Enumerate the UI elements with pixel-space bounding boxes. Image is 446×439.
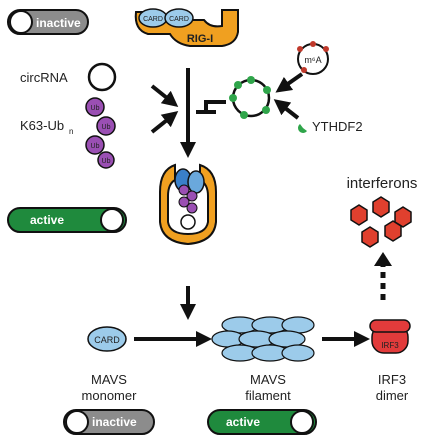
active-toggle-rigi[interactable]: active (7, 207, 127, 233)
k63-ub-label: K63-Ub (20, 118, 64, 133)
rig-i-active (159, 163, 217, 246)
caption-mavs-monomer-2: monomer (82, 388, 138, 403)
ub-bead-label: Ub (102, 124, 111, 131)
caption-mavs-monomer-1: MAVS (91, 372, 127, 387)
irf3-dimer: IRF3 (369, 319, 411, 354)
caption-mavs-filament-2: filament (245, 388, 291, 403)
interferon-molecules (350, 196, 412, 248)
ythdf2-label: YTHDF2 (312, 119, 363, 134)
ubiquitin-chain: Ub Ub Ub Ub (85, 97, 116, 169)
arrow-m6a-to-circrna (275, 72, 304, 93)
m6a-label: m⁶A (304, 55, 321, 65)
arrow-ub-to-rigi (150, 111, 179, 134)
inactive-toggle-top[interactable]: inactive (7, 9, 89, 35)
irf3-mark-label: IRF3 (381, 341, 399, 350)
ub-bead-label: Ub (91, 143, 100, 150)
circrna-ring (87, 62, 117, 92)
ub-bead-label: Ub (102, 158, 111, 165)
inactive-toggle-monomer[interactable]: inactive (63, 409, 155, 435)
arrow-ythdf2-to-circrna (273, 99, 300, 120)
active-toggle-filament[interactable]: active (207, 409, 317, 435)
inhibition-line (204, 100, 226, 112)
toggle-label: active (226, 415, 260, 429)
arrow-circrna-to-rigi (150, 84, 179, 107)
caption-irf3-1: IRF3 (378, 372, 406, 387)
m6a-writer: m⁶A (297, 41, 329, 75)
interferons-label: interferons (347, 175, 418, 192)
ub-bead-label: Ub (91, 105, 100, 112)
caption-mavs-filament-1: MAVS (250, 372, 286, 387)
mavs-filament (211, 316, 315, 362)
k63-ub-subscript: n (69, 127, 73, 136)
ythdf2-icon (298, 124, 307, 133)
dashed-arrowhead (374, 252, 392, 266)
circrna-label: circRNA (20, 70, 68, 85)
caption-irf3-2: dimer (376, 388, 409, 403)
card-label-1: CARD (143, 16, 163, 23)
rig-i-inactive: CARD CARD RIG-I (134, 8, 239, 47)
mavs-monomer: CARD (87, 326, 127, 352)
toggle-label: active (30, 213, 64, 227)
toggle-label: inactive (92, 415, 137, 429)
m6a-circrna (229, 76, 271, 119)
rig-i-label: RIG-I (187, 33, 213, 45)
toggle-label: inactive (36, 16, 81, 30)
card-monomer-label: CARD (94, 335, 120, 345)
card-label-2: CARD (169, 16, 189, 23)
